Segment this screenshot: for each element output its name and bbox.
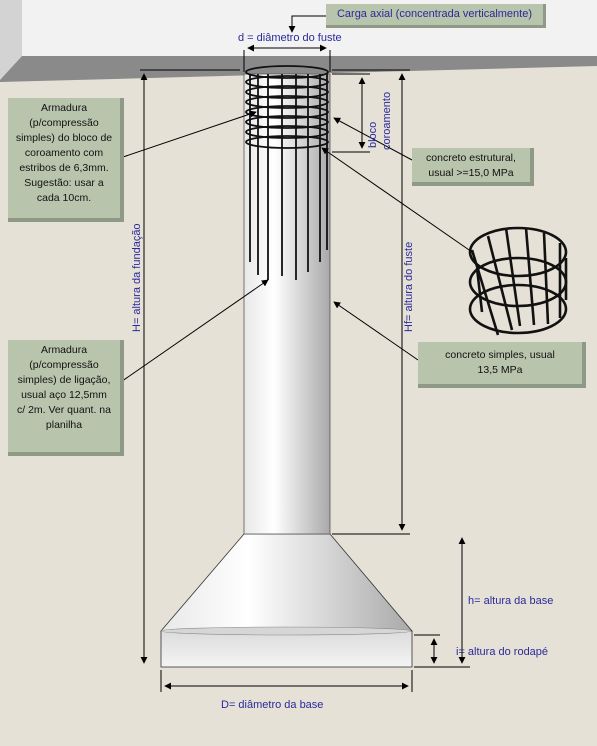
leader-lines: [114, 110, 473, 387]
note-line: 13,5 MPa: [477, 364, 523, 376]
label-d: d = diâmetro do fuste: [238, 32, 342, 44]
dim-d: [243, 44, 331, 72]
label-D: D= diâmetro da base: [221, 699, 323, 711]
dim-Hf: [332, 69, 410, 535]
note-line: (p/compressão: [29, 359, 99, 371]
label-i: i= altura do rodapé: [456, 646, 548, 658]
dim-H: [140, 69, 240, 664]
note-line: estribos de 6,3mm.: [19, 162, 109, 174]
dim-i: [414, 634, 440, 664]
load-label: Carga axial (concentrada verticalmente): [326, 4, 546, 28]
note-line: planilha: [45, 419, 83, 431]
note-line: Sugestão: usar a: [24, 177, 104, 189]
note-armadura-bloco: Armadura (p/compressão simples) do bloco…: [8, 98, 124, 222]
dim-h: [414, 537, 470, 668]
note-line: concreto estrutural,: [426, 152, 516, 164]
cage-detail-icon: [468, 226, 568, 336]
label-coroamento: coroamento: [381, 92, 393, 150]
note-line: concreto simples, usual: [445, 349, 555, 361]
label-H: H= altura da fundação: [131, 223, 143, 332]
note-line: coroamento com: [24, 147, 104, 159]
shaft: [243, 73, 331, 535]
label-bloco: bloco: [367, 122, 379, 148]
dim-D: [160, 670, 413, 692]
load-arrow: [288, 15, 326, 33]
note-line: simples) do bloco de: [15, 132, 113, 144]
note-concreto-simples: concreto simples, usual 13,5 MPa: [418, 342, 586, 388]
note-line: c/ 2m. Ver quant. na: [17, 404, 111, 416]
note-line: Armadura: [40, 344, 88, 356]
note-line: simples) de ligação,: [17, 374, 111, 386]
note-armadura-ligacao: Armadura (p/compressão simples) de ligaç…: [8, 340, 124, 456]
label-h: h= altura da base: [468, 595, 553, 607]
label-Hf: Hf= altura do fuste: [403, 242, 415, 332]
note-line: Armadura: [40, 102, 88, 114]
base-cone: [160, 533, 413, 668]
note-concreto-estrutural: concreto estrutural, usual >=15,0 MPa: [412, 148, 534, 186]
stirrups: [245, 65, 329, 149]
note-line: (p/compressão: [29, 117, 99, 129]
note-line: usual aço 12,5mm: [21, 389, 107, 401]
dim-bloco: [332, 73, 370, 153]
note-line: usual >=15,0 MPa: [428, 167, 514, 179]
note-line: cada 10cm.: [36, 192, 92, 204]
